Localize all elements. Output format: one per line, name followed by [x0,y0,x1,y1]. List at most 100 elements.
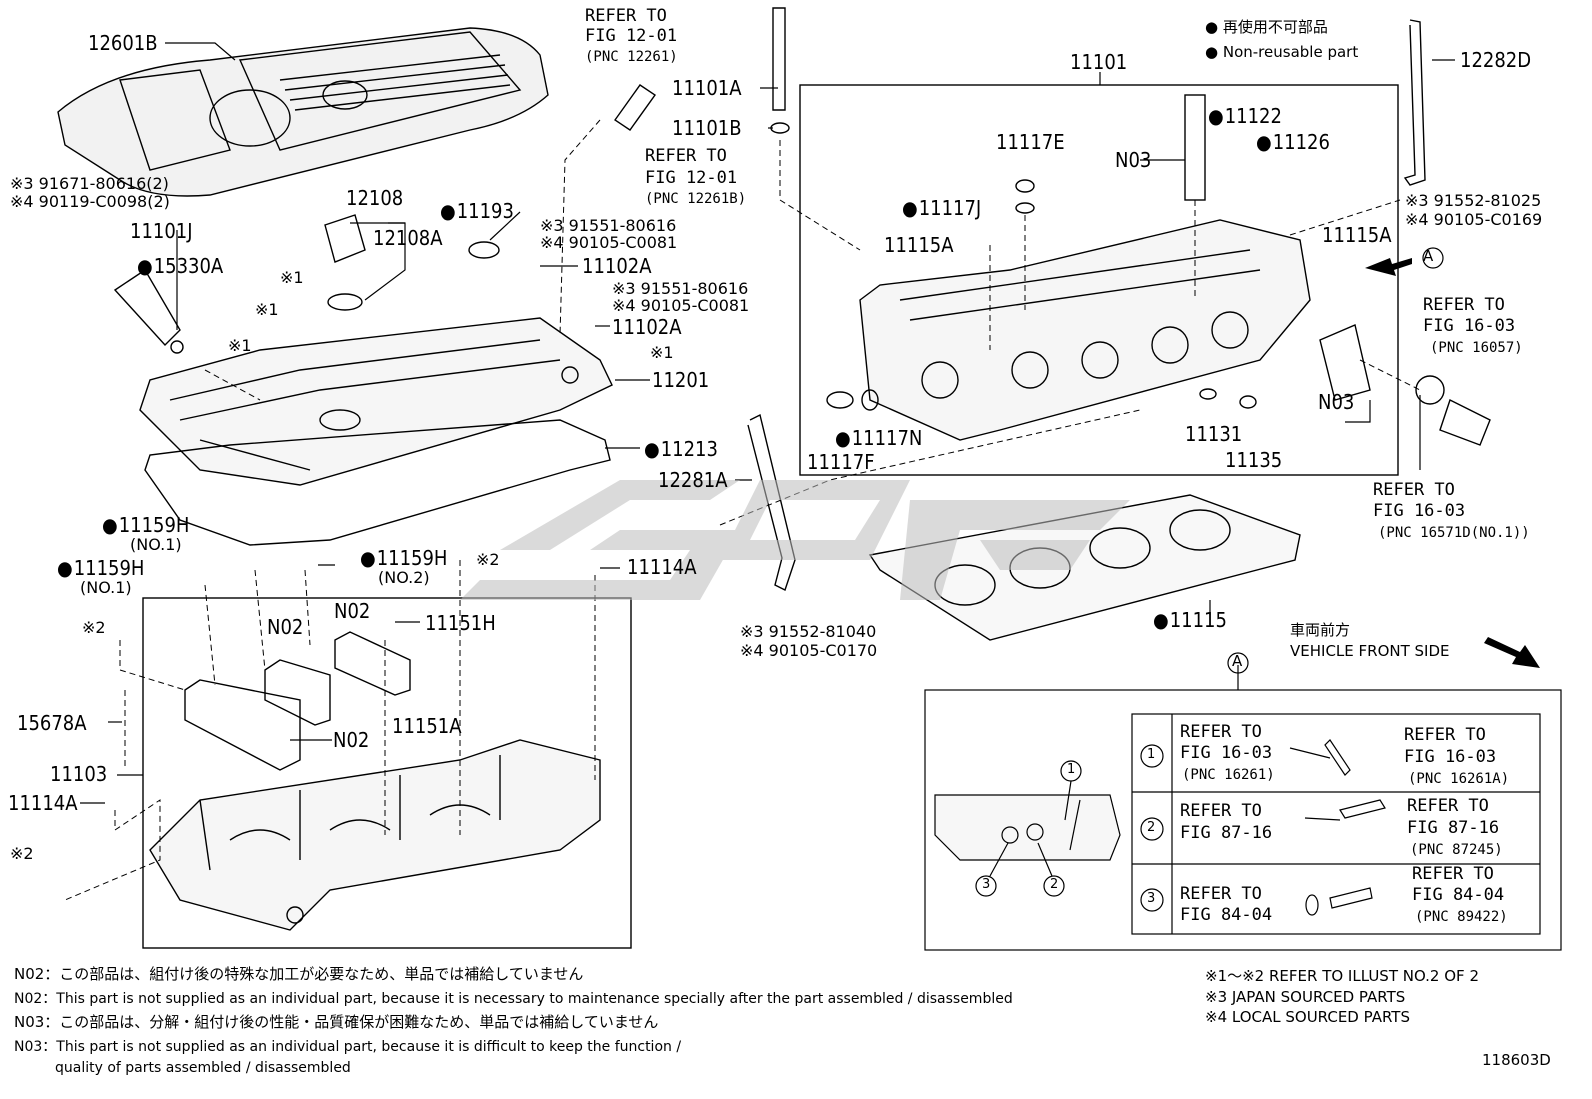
part-N03-b[interactable]: N03 [1318,390,1355,414]
detail-row3-right-l3[interactable]: (PNC 89422) [1415,909,1508,925]
cylinder-head-group-frame [799,84,1399,476]
engine-cover-illustration [57,27,549,197]
part-11159H-c[interactable]: 11159H [360,548,448,568]
part-91552-81025[interactable]: ※3 91552-81025 [1405,191,1542,210]
part-11159H-a-sub: (NO.1) [130,535,182,554]
detail-row2-left-l1[interactable]: REFER TO [1180,801,1262,821]
detail-a-table-lines [1131,713,1541,935]
ref-mark-1-a: ※1 [280,268,304,287]
part-11102A-a[interactable]: 11102A [582,254,652,278]
part-11213[interactable]: 11213 [644,439,718,459]
part-N02-a[interactable]: N02 [334,599,371,623]
part-90105-C0170[interactable]: ※4 90105-C0170 [740,641,878,660]
legend-non-reusable-jp: ● 再使用不可部品 [1205,20,1328,35]
camshaft-housing-illustration [149,739,601,931]
detail-a-marker-circle [1227,652,1249,674]
part-N03-a[interactable]: N03 [1115,148,1152,172]
detail-row1-right-l1[interactable]: REFER TO [1404,725,1486,745]
part-12281A[interactable]: 12281A [658,468,728,492]
part-91552-81040[interactable]: ※3 91552-81040 [740,622,877,641]
vehicle-front-arrow [1484,637,1540,668]
ref-fig-16-03-b-l1[interactable]: REFER TO [1373,480,1455,500]
detail-row2-right-l2[interactable]: FIG 87-16 [1407,818,1500,838]
part-91551-80616-a[interactable]: ※3 91551-80616 [540,216,677,235]
part-12108[interactable]: 12108 [346,186,404,210]
part-11115[interactable]: 11115 [1153,610,1227,630]
figure-id: 118603D [1482,1051,1551,1069]
detail-row3-left-l2[interactable]: FIG 84-04 [1180,905,1273,925]
ref-fig-12-01-b-l3[interactable]: (PNC 12261B) [645,191,747,207]
part-11103[interactable]: 11103 [50,762,108,786]
part-N02-c[interactable]: N02 [333,728,370,752]
ref-fig-16-03-b-l3[interactable]: (PNC 16571D(NO.1)) [1378,525,1530,541]
part-11101[interactable]: 11101 [1070,50,1128,74]
ref-fig-16-03-a-l3[interactable]: (PNC 16057) [1430,340,1523,356]
ref-fig-16-03-a-l2[interactable]: FIG 16-03 [1423,316,1516,336]
legend-non-reusable-en: ● Non-reusable part [1205,45,1358,60]
detail-row1-right-l2[interactable]: FIG 16-03 [1404,747,1497,767]
part-11151H[interactable]: 11151H [425,611,496,635]
note-ref-marks-1-2: ※1～※2 REFER TO ILLUST NO.2 OF 2 [1205,967,1479,985]
part-90105-C0081-a[interactable]: ※4 90105-C0081 [540,233,678,252]
part-11117F[interactable]: 11117F [807,450,875,474]
detail-row1-left-l1[interactable]: REFER TO [1180,722,1262,742]
part-11117E[interactable]: 11117E [996,130,1065,154]
ref-fig-12-01-a-l3[interactable]: (PNC 12261) [585,49,678,65]
part-12282D[interactable]: 12282D [1460,48,1532,72]
ref-fig-16-03-b-l2[interactable]: FIG 16-03 [1373,501,1466,521]
part-11117J[interactable]: 11117J [902,198,982,218]
part-12601B[interactable]: 12601B [88,31,158,55]
part-11151A[interactable]: 11151A [392,714,462,738]
part-11159H-c-sub: (NO.2) [378,568,430,587]
detail-row2-right-l3[interactable]: (PNC 87245) [1410,842,1503,858]
detail-row3-right-l1[interactable]: REFER TO [1412,864,1494,884]
detail-row3-right-l2[interactable]: FIG 84-04 [1412,885,1505,905]
detail-row2-left-l2[interactable]: FIG 87-16 [1180,823,1273,843]
ref-fig-12-01-a-l2[interactable]: FIG 12-01 [585,26,678,46]
detail-row1-left-l2[interactable]: FIG 16-03 [1180,743,1273,763]
part-12108A[interactable]: 12108A [373,226,443,250]
part-90105-C0081-b[interactable]: ※4 90105-C0081 [612,296,750,315]
detail-row1-number: 1 [1147,747,1156,762]
part-11102A-b[interactable]: 11102A [612,315,682,339]
ref-fig-12-01-a-l1[interactable]: REFER TO [585,6,667,26]
part-11114A-b[interactable]: 11114A [8,791,78,815]
part-91671-80616[interactable]: ※3 91671-80616(2) [10,174,169,193]
part-91551-80616-b[interactable]: ※3 91551-80616 [612,279,749,298]
part-11115A-b[interactable]: 11115A [1322,223,1392,247]
note-n02-jp: N02：この部品は、組付け後の特殊な加工が必要なため、単品では補給していません [14,965,584,983]
part-11101A[interactable]: 11101A [672,76,742,100]
bearing-cap-right [334,631,411,696]
watermark-logo [460,480,1130,600]
part-11193[interactable]: 11193 [440,201,514,221]
part-11131[interactable]: 11131 [1185,422,1243,446]
part-11122[interactable]: 11122 [1208,106,1282,126]
part-15330A[interactable]: 15330A [137,256,224,276]
part-11101J[interactable]: 11101J [130,219,193,243]
part-11101B[interactable]: 11101B [672,116,742,140]
detail-callout-1: 1 [1067,762,1076,777]
ref-fig-12-01-b-l1[interactable]: REFER TO [645,146,727,166]
part-11126[interactable]: 11126 [1256,132,1330,152]
part-11117N[interactable]: 11117N [835,428,923,448]
part-11201[interactable]: 11201 [652,368,710,392]
detail-row3-left-l1[interactable]: REFER TO [1180,884,1262,904]
part-90119-C0098[interactable]: ※4 90119-C0098(2) [10,192,170,211]
part-11135[interactable]: 11135 [1225,448,1283,472]
camshaft-group-frame [142,597,632,949]
ref-fig-12-01-b-l2[interactable]: FIG 12-01 [645,168,738,188]
part-11114A-a[interactable]: 11114A [627,555,697,579]
detail-row1-left-l3[interactable]: (PNC 16261) [1182,767,1275,783]
part-11159H-b-sub: (NO.1) [80,578,132,597]
detail-row2-right-l1[interactable]: REFER TO [1407,796,1489,816]
part-11115A-a[interactable]: 11115A [884,233,954,257]
part-11159H-b[interactable]: 11159H [57,558,145,578]
part-11159H-a[interactable]: 11159H [102,515,190,535]
view-a-marker-label: A [1423,247,1434,265]
ref-fig-16-03-a-l1[interactable]: REFER TO [1423,295,1505,315]
part-N02-b[interactable]: N02 [267,615,304,639]
detail-row1-right-l3[interactable]: (PNC 16261A) [1408,771,1510,787]
part-15678A[interactable]: 15678A [17,711,87,735]
part-90105-C0169[interactable]: ※4 90105-C0169 [1405,210,1543,229]
